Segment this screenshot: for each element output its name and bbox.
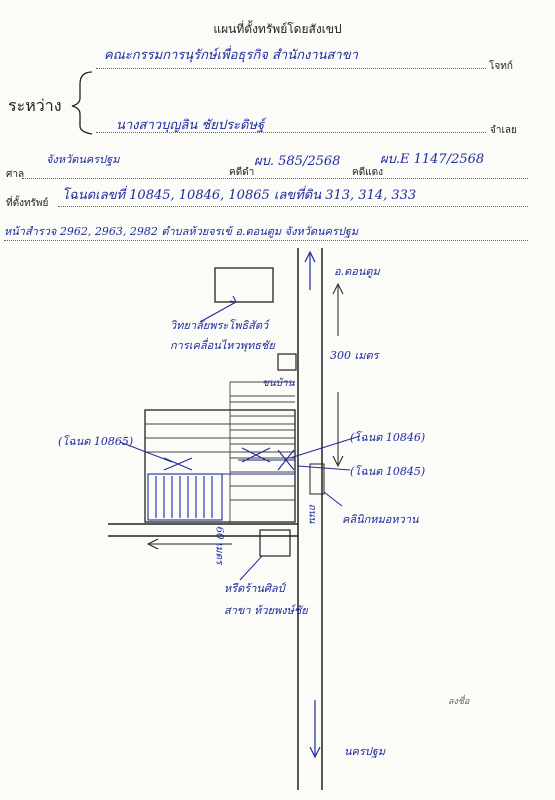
south-arrow-head xyxy=(309,746,321,759)
black-case-value: ผบ. 585/2568 xyxy=(254,154,341,169)
south-label: นครปฐม xyxy=(344,745,386,758)
document-title: แผนที่ตั้งทรัพย์โดยสังเขป xyxy=(213,22,342,36)
court-label: ศาล xyxy=(6,169,25,180)
plaintiff-name: คณะกรรมการนุรักษ์เพื่อธุรกิจ สำนักงานสาข… xyxy=(104,48,358,63)
between-label: ระหว่าง xyxy=(8,96,62,115)
plaintiff-label: โจทก์ xyxy=(489,61,513,72)
subject-parcels xyxy=(147,447,295,521)
deed-left-label: (โฉนด 10865) xyxy=(58,435,134,448)
shop-label: หรีดร้านศิลป์ สาขา ห้วยพงษ์ชัย xyxy=(224,582,308,617)
plaintiff-line xyxy=(96,68,486,69)
temple-pointer xyxy=(199,301,237,323)
signature: ลงชื่อ xyxy=(448,697,470,707)
deed-right-top-label: (โฉนด 10846) xyxy=(350,431,426,444)
deed-left-pointer xyxy=(119,441,173,463)
distance-arrow-bottom xyxy=(332,455,344,468)
survey-line xyxy=(4,240,528,241)
deed-right-top-pointer xyxy=(289,435,361,459)
parcel-grid xyxy=(144,381,296,524)
north-arrow-head xyxy=(304,250,316,263)
court-value: จังหวัดนครปฐม xyxy=(46,153,120,166)
north-label: อ.ดอนตูม xyxy=(334,265,380,278)
red-case-value: ผบ.E 1147/2568 xyxy=(380,152,485,167)
defendant-line xyxy=(96,132,486,133)
deed-line xyxy=(58,206,528,207)
road-label: ถนน xyxy=(306,503,318,524)
small-house xyxy=(277,353,297,371)
house-label: ชนบ้าน xyxy=(262,378,295,389)
red-case-label: คดีแดง xyxy=(352,167,384,178)
brace-mark xyxy=(71,71,93,135)
shop-pointer xyxy=(239,555,263,581)
property-label: ที่ตั้งทรัพย์ xyxy=(6,198,49,209)
deed-numbers: โฉนดเลขที่ 10845, 10846, 10865 เลขที่ดิน… xyxy=(62,188,417,203)
temple-building xyxy=(214,267,274,303)
clinic-label: คลินิกหมอหวาน xyxy=(342,513,419,526)
shop-box xyxy=(259,529,291,557)
survey-numbers: หน้าสำรวจ 2962, 2963, 2982 ตำบลห้วยจรเข้… xyxy=(4,225,359,238)
clinic-box xyxy=(309,463,325,495)
deed-right-bottom-label: (โฉนด 10845) xyxy=(350,465,426,478)
temple-label: วิทยาลัยพระโพธิสัตว์ การเคลื่อนไหวพุทธชั… xyxy=(170,319,275,352)
defendant-name: นางสาวบุญลิน ชัยประดิษฐ์ xyxy=(116,118,265,133)
distance-arrow-top xyxy=(332,282,344,295)
side-distance-label: 60 เมตร xyxy=(213,526,225,565)
distance-label: 300 เมตร xyxy=(330,349,379,362)
temple-pointer-head xyxy=(229,295,237,303)
defendant-label: จำเลย xyxy=(490,125,517,136)
case-line xyxy=(22,178,528,179)
side-distance-arrow-head xyxy=(146,538,159,550)
black-case-label: คดีดำ xyxy=(229,167,255,178)
clinic-pointer xyxy=(323,491,343,507)
